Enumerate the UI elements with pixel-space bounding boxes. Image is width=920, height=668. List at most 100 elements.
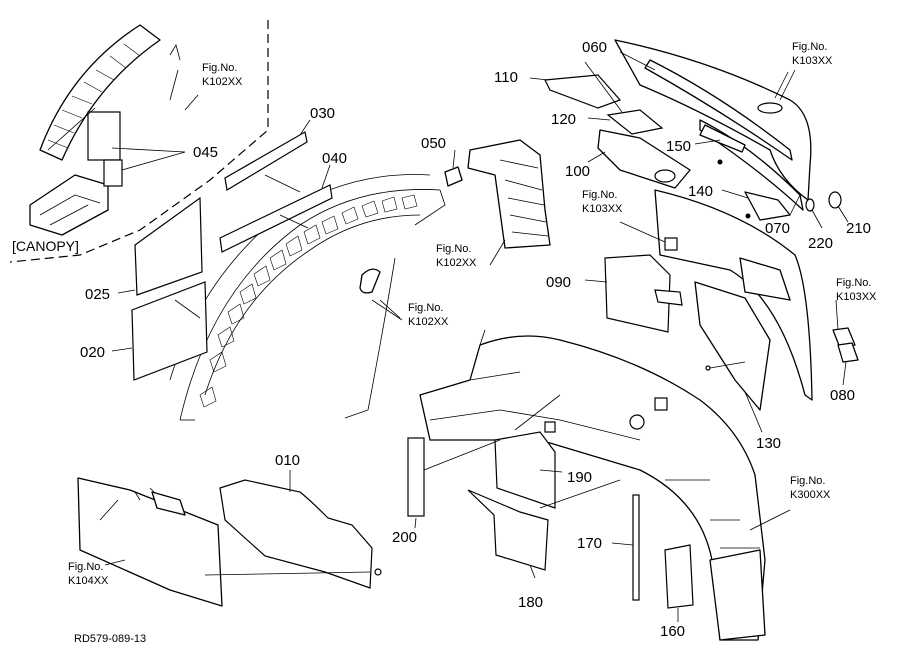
canopy-rib-frame	[39, 24, 161, 161]
leader-k300	[749, 509, 791, 531]
figref-k102-a-top: Fig.No.	[202, 62, 237, 74]
figref-k103-a-code: K103XX	[792, 55, 833, 67]
upper-right-assembly	[529, 39, 849, 229]
leader-070	[789, 194, 801, 216]
leader-050	[452, 149, 456, 169]
figref-k103-c-top: Fig.No.	[836, 277, 871, 289]
figref-k103-b-top: Fig.No.	[582, 189, 617, 201]
part-label-170: 170	[577, 535, 602, 552]
leader-030	[299, 119, 311, 136]
part-label-110: 110	[494, 69, 518, 86]
part-120-pad	[606, 109, 664, 135]
part-label-045: 045	[193, 144, 218, 161]
leader-090	[584, 279, 608, 283]
leader-045	[121, 151, 186, 171]
part-210-ring	[828, 191, 842, 209]
leader-180	[529, 564, 536, 579]
canopy-hook	[169, 43, 181, 61]
figref-k102-b-code: K102XX	[436, 257, 477, 269]
floor-frame	[419, 335, 766, 641]
part-160-pad	[664, 544, 694, 609]
leader-200	[414, 517, 417, 529]
part-020-pad	[131, 281, 208, 381]
pads-020-025	[111, 196, 208, 381]
leader-190	[539, 469, 563, 473]
leader-170	[611, 542, 634, 546]
figref-k104-code: K104XX	[68, 575, 109, 587]
part-label-040: 040	[322, 150, 347, 167]
figref-k300-code: K300XX	[790, 489, 831, 501]
part-label-210: 210	[846, 220, 871, 237]
canopy-border	[9, 20, 269, 263]
leader-130	[744, 391, 763, 433]
leader-060	[584, 61, 623, 113]
part-label-025: 025	[85, 286, 110, 303]
part-200-pad	[407, 437, 425, 517]
right-panel	[584, 189, 813, 433]
floor-plate	[77, 477, 223, 607]
part-130-pad	[694, 281, 771, 411]
leader-080	[842, 361, 847, 386]
part-050-bracket	[444, 139, 551, 266]
figref-k102-c-top: Fig.No.	[408, 302, 443, 314]
leader-120	[587, 117, 611, 121]
drawing-code: RD579-089-13	[74, 633, 146, 645]
label-layer: [CANOPY] Fig.No. K102XX Fig.No. K102XX F…	[12, 39, 877, 645]
part-label-200: 200	[392, 529, 417, 546]
canopy-pad-small	[103, 159, 123, 187]
canopy-seat-frame	[29, 174, 109, 236]
figref-k103-a-top: Fig.No.	[792, 41, 827, 53]
part-label-080: 080	[830, 387, 855, 404]
part-label-160: 160	[660, 623, 685, 640]
canopy-label: [CANOPY]	[12, 238, 79, 254]
leader-k104	[104, 559, 126, 566]
part-label-180: 180	[518, 594, 543, 611]
part-label-140: 140	[688, 183, 713, 200]
part-label-220: 220	[808, 235, 833, 252]
part-label-100: 100	[565, 163, 590, 180]
leader-040	[321, 164, 331, 189]
leader-110	[529, 77, 549, 81]
part-025-pad	[134, 196, 203, 296]
figref-k103-b-code: K103XX	[582, 203, 623, 215]
floor-assembly	[419, 329, 791, 641]
part-label-060: 060	[582, 39, 607, 56]
leader-020	[111, 347, 133, 352]
leader-220	[811, 209, 823, 229]
lower-left-assembly	[77, 470, 382, 607]
cab-ribs	[199, 194, 418, 408]
part-040-strip	[219, 184, 333, 253]
figref-k102-c-code: K102XX	[408, 316, 449, 328]
part-180-pad	[467, 489, 549, 571]
figref-k102-a-code: K102XX	[202, 76, 243, 88]
leader-150	[694, 139, 721, 145]
leader-100	[587, 151, 606, 163]
part-label-150: 150	[666, 138, 691, 155]
part-label-070: 070	[765, 220, 790, 237]
part-170-strip	[632, 494, 640, 601]
part-080-clips	[832, 327, 859, 386]
cab-window-opening	[359, 268, 381, 294]
part-010-mat	[219, 479, 373, 589]
rear-cover	[614, 39, 812, 201]
side-panel	[654, 189, 813, 401]
part-label-050: 050	[421, 135, 446, 152]
figref-k104-top: Fig.No.	[68, 561, 103, 573]
pads-lower	[407, 394, 694, 622]
figref-k103-c-code: K103XX	[836, 291, 877, 303]
part-label-120: 120	[551, 111, 576, 128]
part-label-030: 030	[310, 105, 335, 122]
part-label-020: 020	[80, 344, 105, 361]
part-label-130: 130	[756, 435, 781, 452]
part-110-pad	[544, 74, 622, 109]
part-label-090: 090	[546, 274, 571, 291]
leader-210	[837, 205, 849, 223]
canopy-inset	[9, 20, 269, 263]
figref-k102-b-top: Fig.No.	[436, 243, 471, 255]
part-label-010: 010	[275, 452, 300, 469]
canopy-pad-045	[87, 111, 121, 161]
leader-025	[117, 289, 136, 294]
part-190-pad	[494, 431, 556, 509]
